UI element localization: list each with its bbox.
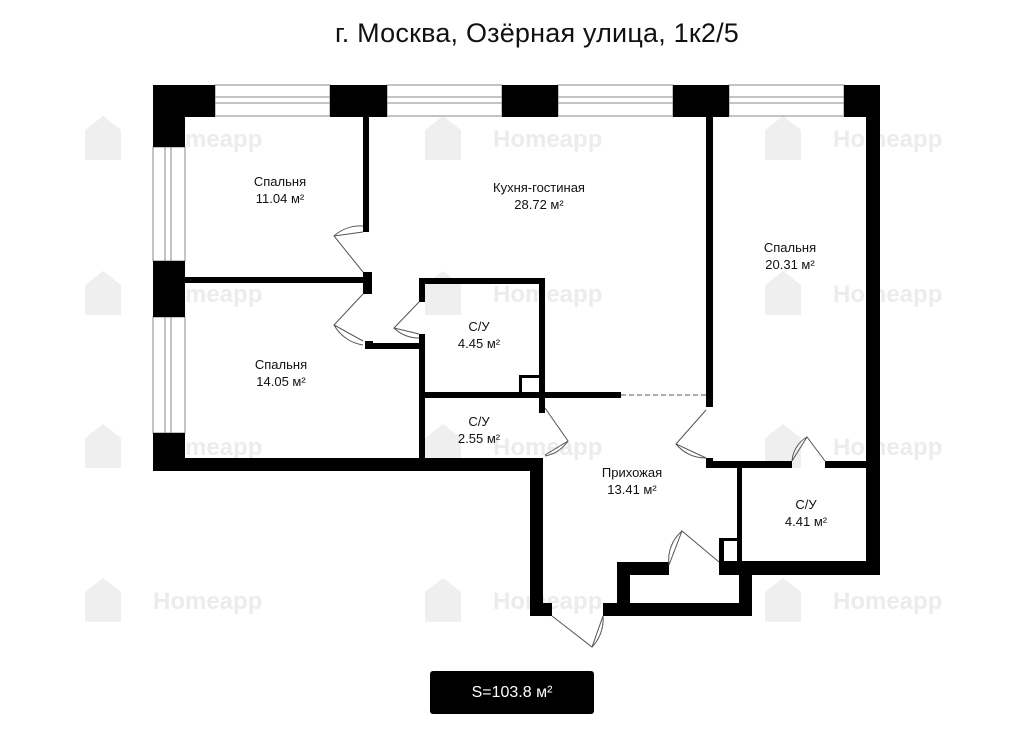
room-area: 11.04 м² (256, 191, 305, 206)
room-name: Спальня (764, 240, 816, 255)
room-name: Прихожая (602, 465, 662, 480)
room-area: 28.72 м² (514, 197, 564, 212)
watermark: Homeapp (833, 281, 942, 308)
watermark: Homeapp (493, 281, 602, 308)
plan-title: г. Москва, Озёрная улица, 1к2/5 (335, 18, 739, 48)
room-name: С/У (468, 414, 490, 429)
watermark: Homeapp (833, 588, 942, 615)
room-name: Спальня (255, 357, 307, 372)
watermark: Homeapp (493, 434, 602, 461)
watermark: Homeapp (833, 434, 942, 461)
room-name: Спальня (254, 174, 306, 189)
watermark-layer: Homeapp Homeapp Homeapp Homeapp Homeapp … (85, 116, 942, 622)
room-name: С/У (795, 497, 817, 512)
room-name: С/У (468, 319, 490, 334)
total-area-badge: S=103.8 м² (430, 671, 594, 714)
room-area: 14.05 м² (256, 374, 306, 389)
watermark: Homeapp (833, 126, 942, 153)
room-name: Кухня-гостиная (493, 180, 585, 195)
doors (333, 225, 826, 648)
walls (153, 85, 880, 616)
room-labels: Спальня 11.04 м² Кухня-гостиная 28.72 м²… (254, 174, 828, 529)
room-area: 4.45 м² (458, 336, 501, 351)
watermark: Homeapp (493, 126, 602, 153)
room-area: 2.55 м² (458, 431, 501, 446)
windows (152, 84, 845, 434)
watermark: Homeapp (153, 588, 262, 615)
room-area: 13.41 м² (607, 482, 657, 497)
room-area: 4.41 м² (785, 514, 828, 529)
room-area: 20.31 м² (765, 257, 815, 272)
